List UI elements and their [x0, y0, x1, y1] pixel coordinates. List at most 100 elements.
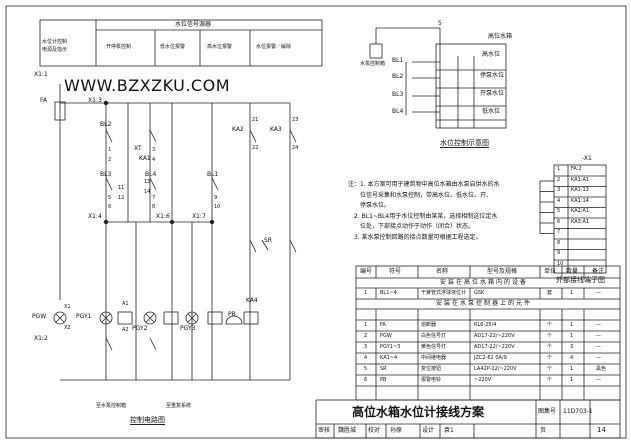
- parts-cell-n: 1: [364, 322, 368, 328]
- node-x1-1: X1:1: [34, 71, 48, 78]
- button-sr-label: SR: [264, 237, 272, 244]
- title-row-check-label: 校对: [368, 427, 381, 434]
- parts-cell-sym: PGY1~3: [380, 344, 401, 350]
- terminal-row-number: 5: [557, 208, 561, 214]
- title-row-design-label: 设计: [422, 427, 435, 434]
- parts-cell-sym: BL1~4: [380, 290, 397, 296]
- parts-cell-note: —: [596, 344, 601, 350]
- page-label: 页: [540, 427, 547, 434]
- terminal-row-number: 2: [557, 176, 561, 183]
- terminal-strip-caption: 外部接线端子图: [556, 276, 605, 284]
- title-row-reviewer: 魏胜城: [338, 427, 357, 434]
- probe-bl2: BL2: [100, 121, 112, 128]
- tank-diagram: [369, 27, 507, 129]
- parts-cell-qty: 1: [570, 333, 574, 339]
- terminal-row-number: 3: [557, 187, 561, 193]
- terminal-row-number: 7: [557, 229, 561, 235]
- terminal-row-number: 6: [557, 218, 561, 225]
- parts-cell-n: 4: [364, 355, 368, 361]
- parts-cell-qty: 1: [570, 290, 574, 296]
- watermark-text: WWW.BZXZKU.COM: [64, 76, 230, 95]
- terminal-num-22: 22: [252, 145, 259, 151]
- parts-cell-unit: 个: [547, 366, 553, 372]
- parts-cell-model: ~220V: [474, 377, 492, 383]
- parts-cell-qty: 4: [570, 355, 574, 361]
- parts-cell-name: 中间继电器: [421, 355, 447, 361]
- signal-table-grid: [39, 19, 323, 67]
- parts-cell-unit: 个: [547, 377, 553, 383]
- terminal-row-number: 4: [557, 197, 561, 204]
- tank-probe-bl1: BL1: [392, 57, 404, 64]
- note-line: 3. 某水泵控制回路的接点数量可根据工程选定。: [354, 233, 482, 241]
- parts-cell-model: GSK: [474, 290, 485, 296]
- node-x1-3: X1:3: [88, 97, 102, 104]
- note-line: 位处，下部接点动作于动作（闭合）状态。: [360, 223, 475, 230]
- title-row-designer: 袁1: [444, 427, 454, 434]
- parts-cell-sym: KA1~4: [380, 355, 398, 361]
- parts-cell-qty: 3: [570, 344, 574, 350]
- tank-title: 高位水箱: [488, 33, 513, 40]
- parts-cell-n: 5: [364, 366, 368, 372]
- fuse-fa-label: FA: [40, 97, 48, 104]
- atlas-no-value: 11D703-1: [563, 408, 593, 415]
- parts-header-name: 名称: [436, 268, 449, 275]
- parts-cell-name: 黄色信号灯: [421, 344, 447, 350]
- terminal-num-4: 4: [152, 157, 156, 163]
- parts-cell-name: 干簧管式浮球液位计: [421, 290, 467, 296]
- probe-bl3: BL3: [100, 171, 112, 178]
- node-x1-2: X1:2: [34, 335, 48, 342]
- relay-ka1-label: KA1: [139, 155, 151, 162]
- probe-bl4: BL4: [145, 171, 157, 178]
- relay-ka4-label: KA4: [246, 297, 258, 304]
- signal-table-header-pump: 开停泵控制: [106, 44, 132, 50]
- parts-cell-note: —: [596, 290, 601, 296]
- note-line: 2. BL1~BL4用于水位控制由某某，选择相制这位定水: [354, 212, 498, 220]
- tank-probe-bl2: BL2: [392, 73, 404, 80]
- terminal-num-7: 7: [152, 195, 156, 201]
- parts-cell-unit: 个: [547, 344, 553, 350]
- parts-cell-sym: SR: [380, 366, 387, 372]
- terminal-row-target: KA1:13: [571, 187, 589, 193]
- terminal-num-23: 23: [292, 117, 299, 123]
- terminal-num-6: 6: [108, 204, 112, 210]
- parts-cell-note: —: [596, 322, 601, 328]
- tank-pump-box-label: 水泵控制箱: [360, 61, 386, 67]
- probe-bl1: BL1: [207, 171, 219, 178]
- parts-cell-note: —: [596, 377, 601, 383]
- terminal-num-14: 14: [144, 189, 151, 195]
- lamp-pgy1-label: PGY1: [76, 313, 92, 320]
- parts-cell-sym: PGW: [380, 333, 392, 339]
- terminal-num-8: 8: [152, 204, 156, 210]
- node-x1-7: X1:7: [192, 213, 206, 220]
- parts-cell-unit: 套: [547, 290, 553, 296]
- parts-cell-unit: 个: [547, 333, 553, 339]
- parts-header-no: 编号: [360, 268, 373, 275]
- parts-cell-name: 白色信号灯: [421, 333, 447, 339]
- terminal-row-target: KA1:A1: [571, 176, 590, 183]
- parts-group-tank: 安装在高位水箱内的设备: [440, 279, 529, 286]
- signal-table-header-alarm: 水位报警／解除: [256, 44, 292, 50]
- tank-level-start: 开泵水位: [480, 90, 505, 97]
- terminal-row-target: FA:2: [571, 166, 582, 172]
- parts-header-note: 备注: [592, 268, 605, 275]
- parts-cell-note: —: [596, 333, 601, 339]
- parts-cell-model: AD17-22/~220V: [474, 344, 515, 350]
- label-to-pump-box: 至水泵控制箱: [96, 403, 127, 409]
- terminal-row-number: 10: [557, 260, 564, 267]
- page-number: 14: [597, 426, 606, 434]
- parts-cell-qty: 1: [570, 366, 574, 372]
- lamp-pgy3-label: PGY3: [180, 325, 196, 332]
- parts-cell-unit: 个: [547, 355, 553, 361]
- atlas-no-label: 图集号: [538, 408, 557, 415]
- relay-ka3-label: KA3: [270, 126, 282, 133]
- fuse-fa-symbol: [54, 101, 66, 121]
- note-line: 停泵水位。: [360, 202, 391, 209]
- parts-table-grid: [355, 265, 621, 401]
- title-block-grid: [315, 399, 621, 439]
- lamp-x1-label: X1: [64, 304, 71, 310]
- terminal-xt-label: XT: [134, 145, 142, 152]
- relay-ka2-label: KA2: [232, 126, 244, 133]
- terminal-num-24: 24: [292, 145, 299, 151]
- parts-group-controller: 安装在水泵控制器上的元件: [436, 300, 533, 307]
